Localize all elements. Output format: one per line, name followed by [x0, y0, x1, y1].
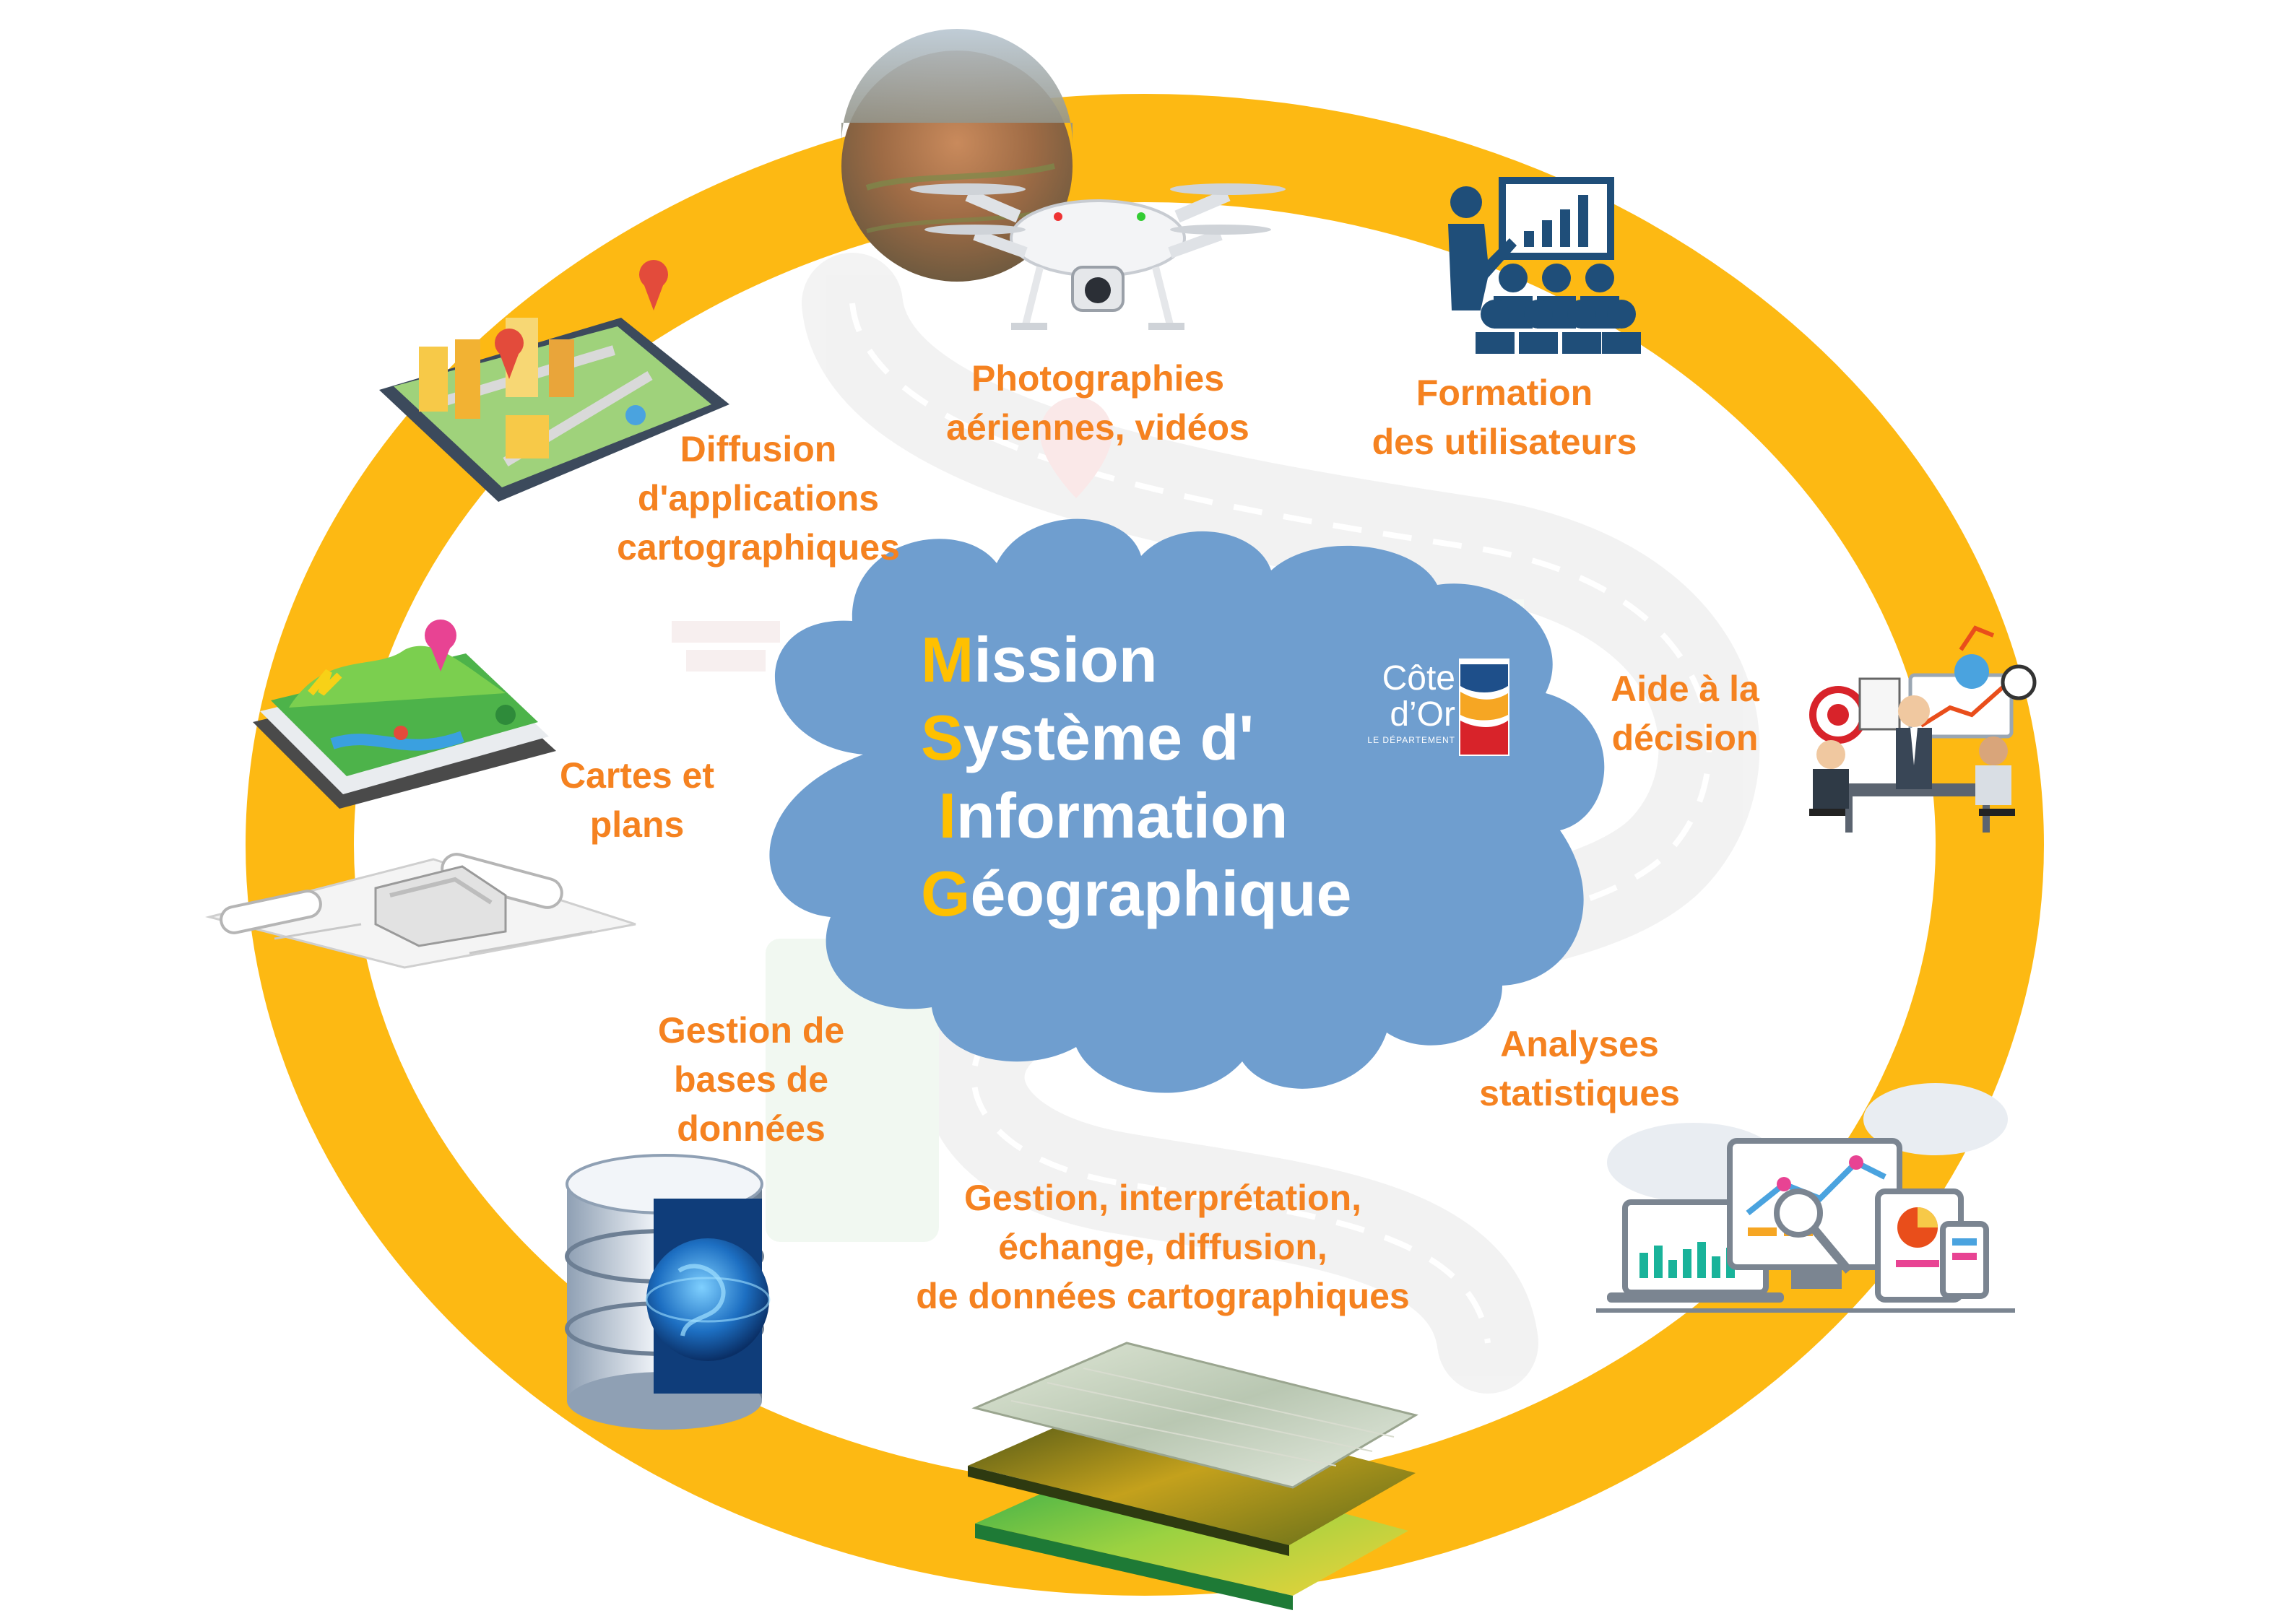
label-diffusion: Diffusion d'applications cartographiques — [617, 429, 900, 568]
title-line-2: Système d' — [921, 702, 1255, 773]
label-cartes-plans: Cartes et plans — [560, 755, 714, 845]
title-line-4: Géographique — [921, 858, 1352, 929]
title-line-1: Mission — [921, 624, 1158, 695]
drone-aerial-photo-icon — [841, 29, 1286, 330]
business-meeting-icon — [1809, 625, 2037, 833]
cote-dor-logo — [1459, 659, 1509, 756]
logo-line1: Côte — [1382, 659, 1455, 697]
logo-tagline: LE DÉPARTEMENT — [1367, 735, 1455, 745]
logo-line2: d’Or — [1390, 695, 1455, 734]
label-bases-donnees: Gestion de bases de données — [657, 1010, 845, 1149]
raster-layers-icon — [968, 1342, 1418, 1610]
logo-text: Côte d’Or LE DÉPARTEMENT — [1354, 661, 1455, 747]
presentation-training-icon — [1448, 177, 1641, 354]
blueprint-plans-icon — [205, 853, 636, 969]
dashboard-devices-icon — [1596, 1083, 2015, 1313]
smartphone-3d-map-icon — [379, 260, 729, 502]
mission-title: Mission Système d' Information Géographi… — [921, 621, 1352, 933]
title-line-3: Information — [938, 780, 1288, 851]
terrain-map-icon — [253, 620, 556, 809]
label-gestion-cartographique: Gestion, interprétation, échange, diffus… — [916, 1178, 1410, 1316]
globe-database-icon — [565, 1154, 771, 1430]
label-analyses: Analyses statistiques — [1479, 1024, 1680, 1113]
central-cloud — [769, 518, 1605, 1093]
label-aide-decision: Aide à la décision — [1611, 669, 1759, 758]
label-formation: Formation des utilisateurs — [1372, 373, 1637, 462]
label-photographies: Photographies aériennes, vidéos — [946, 358, 1249, 448]
